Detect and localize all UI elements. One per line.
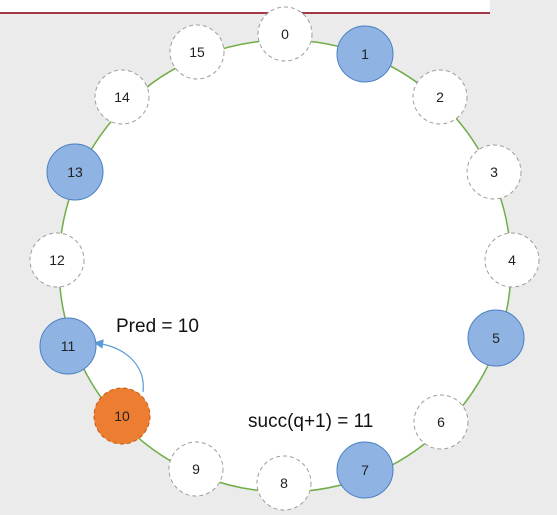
ring-node-14: 14 [94, 69, 150, 125]
ring-node-label: 1 [361, 46, 369, 62]
ring-node-label: 0 [281, 26, 289, 42]
ring-node-15: 15 [169, 24, 225, 80]
ring-node-circle [412, 69, 468, 125]
ring-node-label: 14 [114, 89, 130, 105]
ring-node-label: 2 [436, 89, 444, 105]
ring-node-label: 11 [61, 338, 76, 354]
ring-node-circle [256, 455, 312, 511]
pred-arrow [93, 339, 144, 393]
ring-node-1: 1 [336, 25, 394, 83]
ring-node-circle [168, 441, 224, 497]
ring-node-label: 5 [492, 330, 500, 346]
succ-annotation: succ(q+1) = 11 [248, 411, 373, 432]
ring-node-circle [93, 387, 151, 445]
ring-node-13: 13 [46, 143, 104, 201]
ring-node-8: 8 [256, 455, 312, 511]
ring-node-label: 6 [437, 414, 445, 430]
ring-node-circle [39, 317, 97, 375]
ring-node-7: 7 [336, 441, 394, 499]
ring-node-label: 7 [361, 462, 369, 478]
ring-node-label: 10 [114, 408, 130, 424]
ring-node-circle [94, 69, 150, 125]
slide-top-bar [0, 0, 490, 14]
ring-node-3: 3 [466, 144, 522, 200]
ring-node-label: 12 [49, 252, 65, 268]
ring-node-circle [29, 232, 85, 288]
ring-node-6: 6 [413, 394, 469, 450]
ring-node-2: 2 [412, 69, 468, 125]
slide-right-band [490, 0, 557, 14]
ring-node-circle [466, 144, 522, 200]
ring-node-label: 13 [67, 164, 83, 180]
ring-node-circle [46, 143, 104, 201]
ring-node-circle [484, 232, 540, 288]
ring-node-circle [169, 24, 225, 80]
ring-node-circle [336, 25, 394, 83]
ring-node-label: 8 [280, 475, 288, 491]
pred-annotation: Pred = 10 [116, 316, 199, 337]
ring-node-9: 9 [168, 441, 224, 497]
ring-node-circle [413, 394, 469, 450]
ring-node-label: 15 [189, 44, 205, 60]
ring-node-11: 11 [39, 317, 97, 375]
ring-node-4: 4 [484, 232, 540, 288]
ring-node-circle [257, 6, 313, 62]
ring-node-0: 0 [257, 6, 313, 62]
ring-node-circle [467, 309, 525, 367]
ring-node-10: 10 [93, 387, 151, 445]
ring-node-5: 5 [467, 309, 525, 367]
ring-node-label: 4 [508, 252, 516, 268]
ring-node-label: 9 [192, 461, 200, 477]
ring-node-circle [336, 441, 394, 499]
ring-node-label: 3 [490, 164, 498, 180]
ring-node-12: 12 [29, 232, 85, 288]
